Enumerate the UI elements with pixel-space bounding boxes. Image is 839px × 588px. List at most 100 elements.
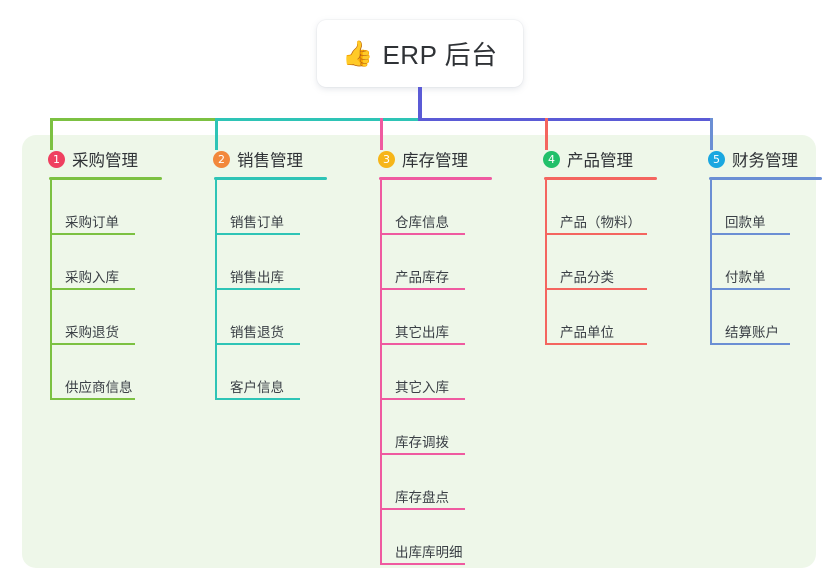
branch-item[interactable]: 付款单 xyxy=(695,235,839,290)
branch-item[interactable]: 结算账户 xyxy=(695,290,839,345)
branch-drop xyxy=(50,118,53,150)
branch-title: 采购管理 xyxy=(72,152,138,170)
branch-item-underline xyxy=(215,343,300,345)
branch-item-label: 产品单位 xyxy=(560,325,614,340)
branch-item-label: 回款单 xyxy=(725,215,766,230)
branch-item-label: 产品分类 xyxy=(560,270,614,285)
branch-item-underline xyxy=(50,343,135,345)
branch-drop xyxy=(380,118,383,150)
branch-number-badge: 1 xyxy=(48,150,65,168)
branch-item[interactable]: 采购入库 xyxy=(35,235,185,290)
branch-item-underline xyxy=(545,343,647,345)
branch-item-label: 付款单 xyxy=(725,270,766,285)
branch-item-label: 销售订单 xyxy=(230,215,284,230)
branch-column: 1 采购管理采购订单采购入库采购退货供应商信息 xyxy=(35,147,185,400)
root-title: ERP 后台 xyxy=(382,40,498,70)
branch-item-underline xyxy=(710,233,790,235)
branch-item-underline xyxy=(50,398,135,400)
branch-items: 仓库信息产品库存其它出库其它入库库存调拨库存盘点出库库明细 xyxy=(365,180,515,565)
root-node[interactable]: 👍 ERP 后台 xyxy=(317,20,523,87)
branch-item-underline xyxy=(710,288,790,290)
branch-spine xyxy=(50,180,52,400)
branch-item[interactable]: 出库库明细 xyxy=(365,510,515,565)
branch-item-label: 销售出库 xyxy=(230,270,284,285)
branch-item[interactable]: 采购订单 xyxy=(35,180,185,235)
branch-item-underline xyxy=(380,563,465,565)
branch-item-underline xyxy=(215,233,300,235)
root-stem xyxy=(418,87,422,121)
branch-item[interactable]: 仓库信息 xyxy=(365,180,515,235)
branch-item-underline xyxy=(215,288,300,290)
bus-segment xyxy=(418,118,712,121)
branch-underline xyxy=(379,177,492,180)
branch-item[interactable]: 销售出库 xyxy=(200,235,350,290)
bus-segment xyxy=(215,118,420,121)
branch-item[interactable]: 其它出库 xyxy=(365,290,515,345)
branch-number-badge: 2 xyxy=(213,150,230,168)
branch-item-underline xyxy=(380,233,465,235)
branch-item-underline xyxy=(710,343,790,345)
branch-item-underline xyxy=(380,453,465,455)
branch-item[interactable]: 其它入库 xyxy=(365,345,515,400)
branch-underline xyxy=(544,177,657,180)
branch-item-underline xyxy=(50,288,135,290)
branch-item[interactable]: 产品单位 xyxy=(530,290,680,345)
branch-column: 2 销售管理销售订单销售出库销售退货客户信息 xyxy=(200,147,350,400)
branch-item-underline xyxy=(50,233,135,235)
branch-item-label: 采购入库 xyxy=(65,270,119,285)
branch-items: 回款单付款单结算账户 xyxy=(695,180,839,345)
branch-item-label: 其它入库 xyxy=(395,380,449,395)
branch-item[interactable]: 销售订单 xyxy=(200,180,350,235)
branch-item-underline xyxy=(545,233,647,235)
branch-title: 库存管理 xyxy=(402,152,468,170)
branch-item-label: 客户信息 xyxy=(230,380,284,395)
branch-item-label: 出库库明细 xyxy=(395,545,463,560)
branch-underline xyxy=(709,177,822,180)
branch-spine xyxy=(215,180,217,400)
branch-item-underline xyxy=(380,508,465,510)
branch-item-label: 产品库存 xyxy=(395,270,449,285)
branch-item[interactable]: 产品（物料） xyxy=(530,180,680,235)
branch-underline xyxy=(214,177,327,180)
branch-title: 产品管理 xyxy=(567,152,633,170)
branch-spine xyxy=(545,180,547,345)
branch-item[interactable]: 供应商信息 xyxy=(35,345,185,400)
branch-item-label: 其它出库 xyxy=(395,325,449,340)
branch-item-label: 库存盘点 xyxy=(395,490,449,505)
branch-item[interactable]: 产品库存 xyxy=(365,235,515,290)
branch-item-underline xyxy=(380,343,465,345)
branch-item-underline xyxy=(380,288,465,290)
branch-items: 采购订单采购入库采购退货供应商信息 xyxy=(35,180,185,400)
branch-item[interactable]: 产品分类 xyxy=(530,235,680,290)
bus-segment xyxy=(50,118,215,121)
branch-item-underline xyxy=(380,398,465,400)
branch-drop xyxy=(710,118,713,150)
branch-item[interactable]: 库存调拨 xyxy=(365,400,515,455)
branch-title: 销售管理 xyxy=(237,152,303,170)
branch-item-label: 供应商信息 xyxy=(65,380,133,395)
branch-item-underline xyxy=(545,288,647,290)
branch-header[interactable]: 1 采购管理 xyxy=(35,147,185,171)
branches-panel xyxy=(22,135,816,568)
branch-item-label: 结算账户 xyxy=(725,325,779,340)
branch-drop xyxy=(215,118,218,150)
branch-spine xyxy=(710,180,712,345)
branch-underline xyxy=(49,177,162,180)
branch-item-underline xyxy=(215,398,300,400)
branch-spine xyxy=(380,180,382,565)
branch-item[interactable]: 采购退货 xyxy=(35,290,185,345)
branch-item[interactable]: 销售退货 xyxy=(200,290,350,345)
branch-item[interactable]: 库存盘点 xyxy=(365,455,515,510)
branch-item-label: 销售退货 xyxy=(230,325,284,340)
branch-item-label: 产品（物料） xyxy=(560,215,641,230)
branch-header[interactable]: 2 销售管理 xyxy=(200,147,350,171)
branch-title: 财务管理 xyxy=(732,152,798,170)
branch-item[interactable]: 客户信息 xyxy=(200,345,350,400)
branch-item[interactable]: 回款单 xyxy=(695,180,839,235)
